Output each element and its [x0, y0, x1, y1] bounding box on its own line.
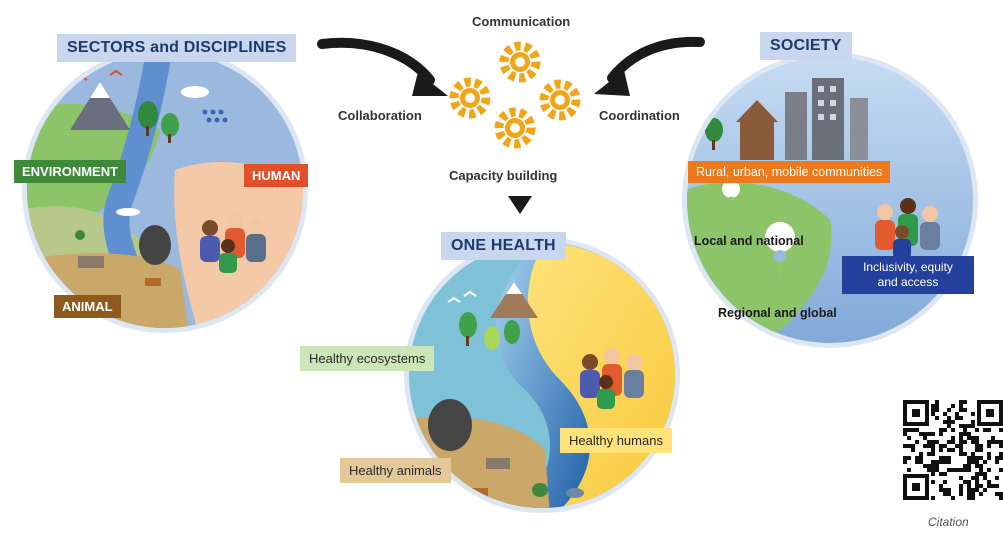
communities-label: Rural, urban, mobile communities [688, 161, 891, 183]
communication-label: Communication [472, 14, 571, 29]
environment-label: ENVIRONMENT [14, 160, 127, 183]
healthy-humans-label: Healthy humans [560, 428, 672, 453]
one-health-title: ONE HEALTH [441, 232, 566, 260]
arrow-icon [317, 37, 448, 96]
gear-icon [499, 41, 541, 83]
healthy-ecosystems-label: Healthy ecosystems [300, 346, 435, 371]
gear-icon [494, 107, 536, 149]
inclusivity-line-2: and access [877, 275, 939, 289]
gear-icon [539, 79, 581, 121]
capacity-building-label: Capacity building [449, 168, 558, 183]
arrow-icon [508, 196, 532, 214]
sectors-title: SECTORS and DISCIPLINES [57, 34, 297, 62]
human-label: HUMAN [244, 164, 309, 187]
inclusivity-line-1: Inclusivity, equity [863, 260, 953, 274]
regional-global-label: Regional and global [718, 306, 837, 320]
location-pin-icon [765, 222, 796, 290]
collaboration-label: Collaboration [338, 108, 422, 123]
coordination-label: Coordination [599, 108, 680, 123]
location-pin-icon [722, 180, 741, 220]
society-title: SOCIETY [760, 32, 852, 60]
qr-code-icon[interactable] [903, 400, 1003, 500]
citation-label: Citation [928, 515, 969, 529]
animal-label: ANIMAL [54, 295, 121, 318]
sectors-circle [22, 47, 308, 333]
gear-icon [449, 77, 491, 119]
arrow-icon [594, 36, 705, 96]
local-national-label: Local and national [694, 234, 804, 248]
inclusivity-label: Inclusivity, equity and access [842, 256, 974, 294]
healthy-animals-label: Healthy animals [340, 458, 451, 483]
